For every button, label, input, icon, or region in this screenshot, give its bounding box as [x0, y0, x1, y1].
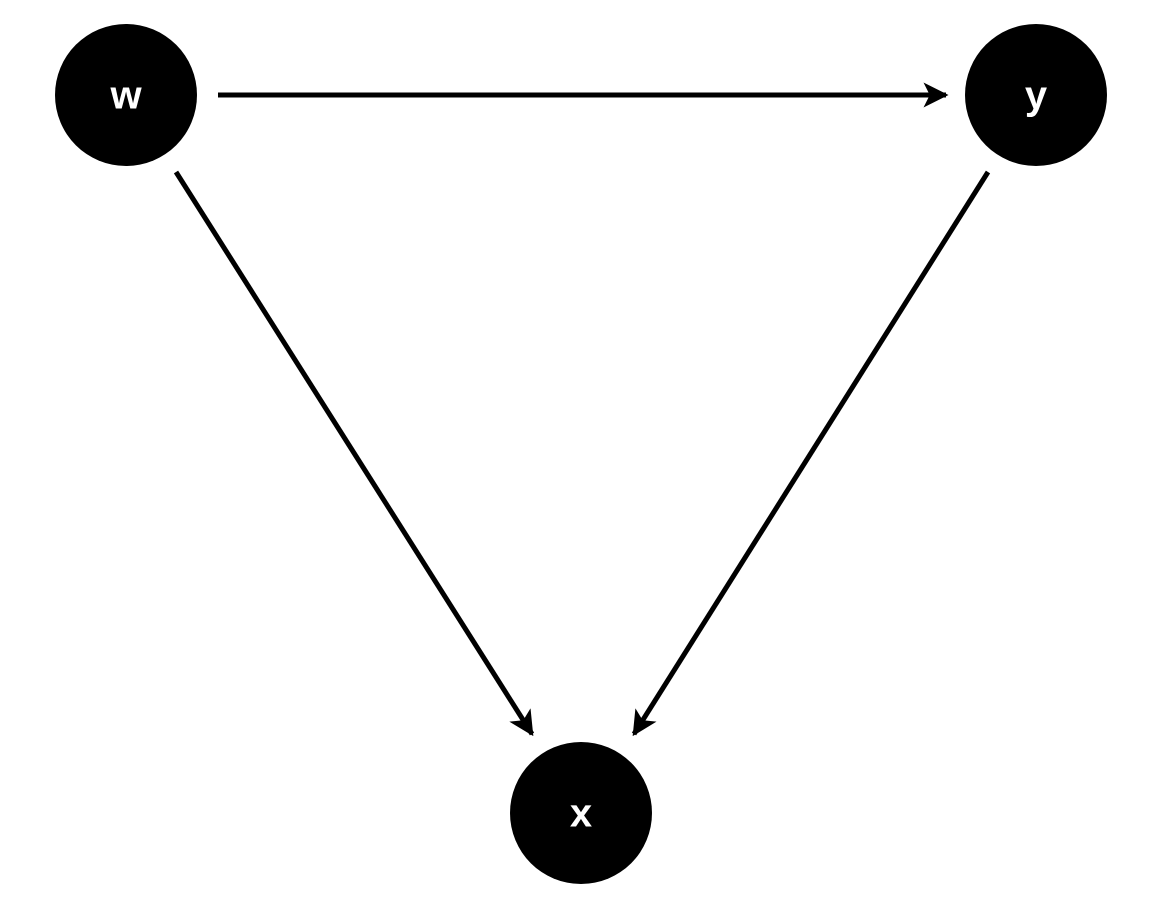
node-w-label: w: [109, 74, 142, 118]
node-x-circle: [510, 742, 652, 884]
node-w: w: [55, 24, 197, 166]
edge-y-to-x: [631, 170, 991, 737]
edge-w-to-x: [173, 170, 535, 737]
node-x-label: x: [570, 792, 592, 836]
node-w-circle: [55, 24, 197, 166]
node-y-circle: [965, 24, 1107, 166]
node-y-label: y: [1025, 74, 1048, 118]
node-x: x: [510, 742, 652, 884]
node-y: y: [965, 24, 1107, 166]
